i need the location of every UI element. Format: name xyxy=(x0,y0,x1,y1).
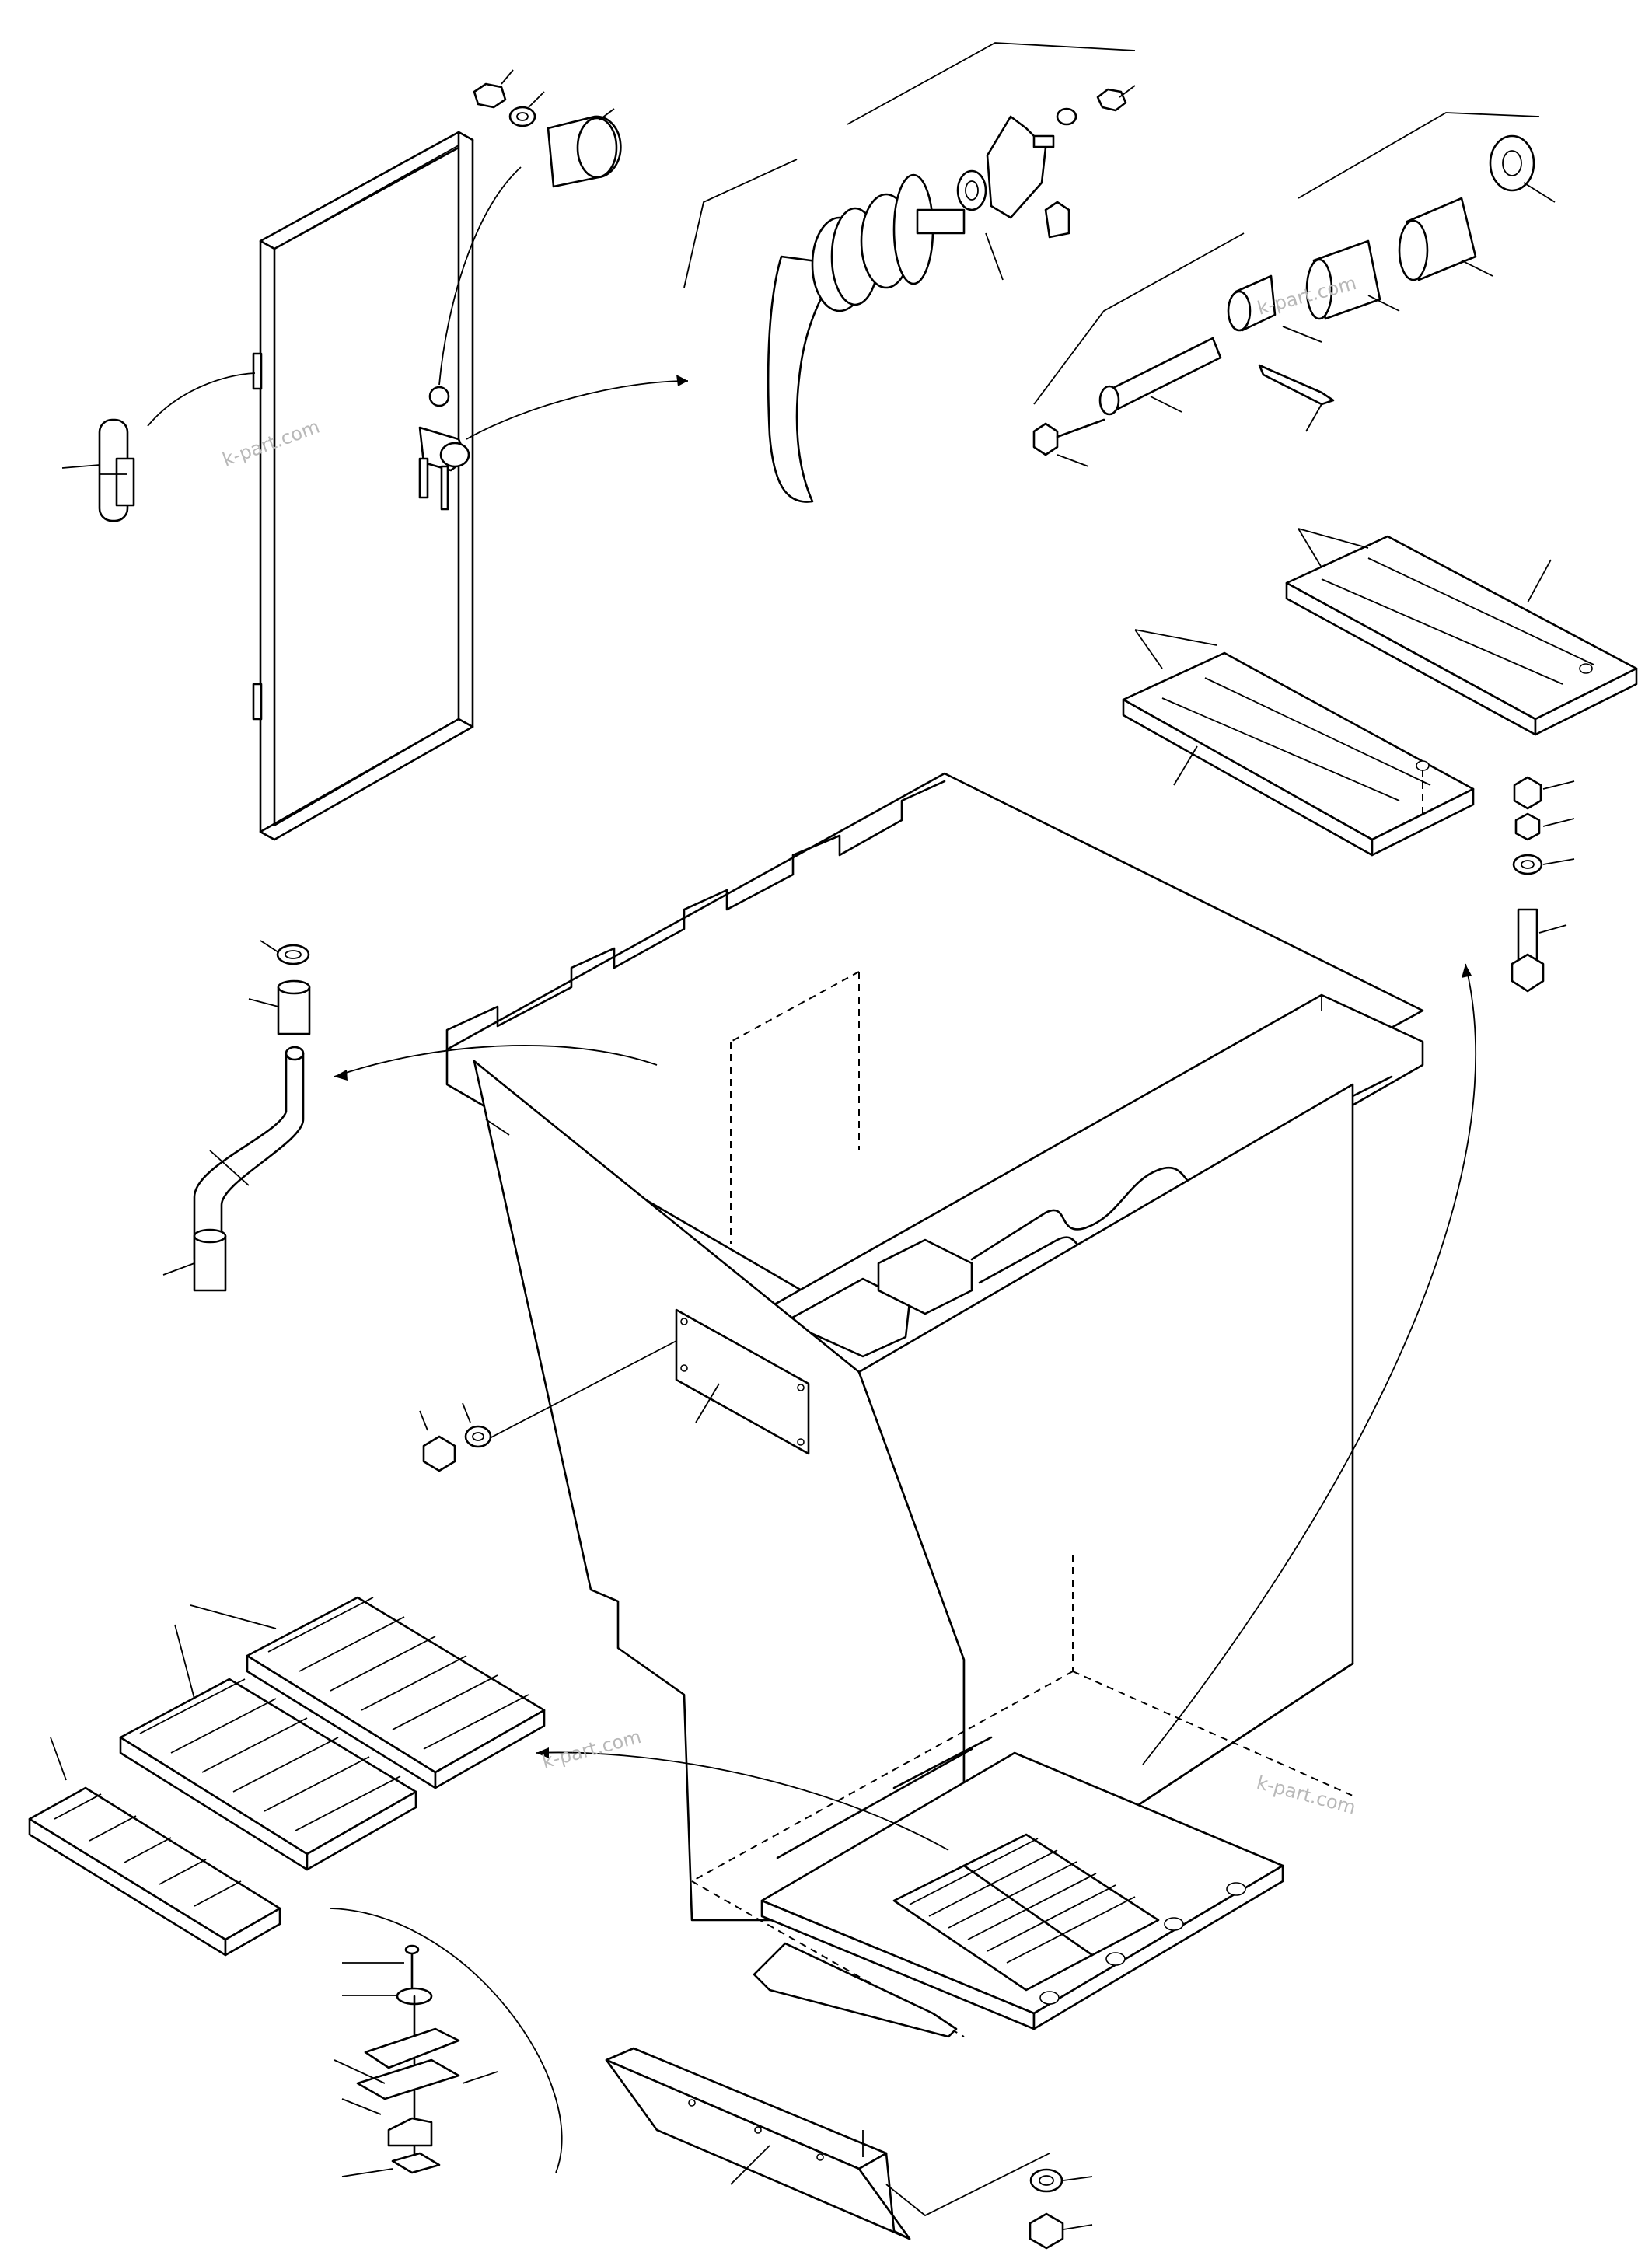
name-plate xyxy=(419,1308,810,1472)
perforated-step-treads xyxy=(28,1596,546,1957)
door-lock-handle xyxy=(418,166,689,511)
lock-cam-assembly xyxy=(683,42,1136,503)
top-shelf-trays xyxy=(1122,528,1638,857)
door-hinge xyxy=(61,372,256,522)
roller-pin-assembly xyxy=(1032,112,1556,467)
tray-grating-pattern xyxy=(909,1838,1136,1964)
bottom-bracket xyxy=(605,2047,1050,2240)
door-frame xyxy=(252,131,474,841)
pipe-sleeves xyxy=(162,940,311,1292)
bracket-nuts xyxy=(1029,2168,1093,2250)
tank-box xyxy=(334,772,1477,2038)
watermark-text: k-part.com xyxy=(1254,1772,1357,1819)
tread-fastener-detail xyxy=(330,1908,563,2177)
hex-bolt-stack xyxy=(1511,776,1575,993)
tread-perforation-pattern xyxy=(54,1597,529,1907)
watermark-text: k-part.com xyxy=(540,1726,643,1773)
door-nut-washer-roller xyxy=(473,69,622,188)
bent-pipe xyxy=(193,1046,305,1261)
